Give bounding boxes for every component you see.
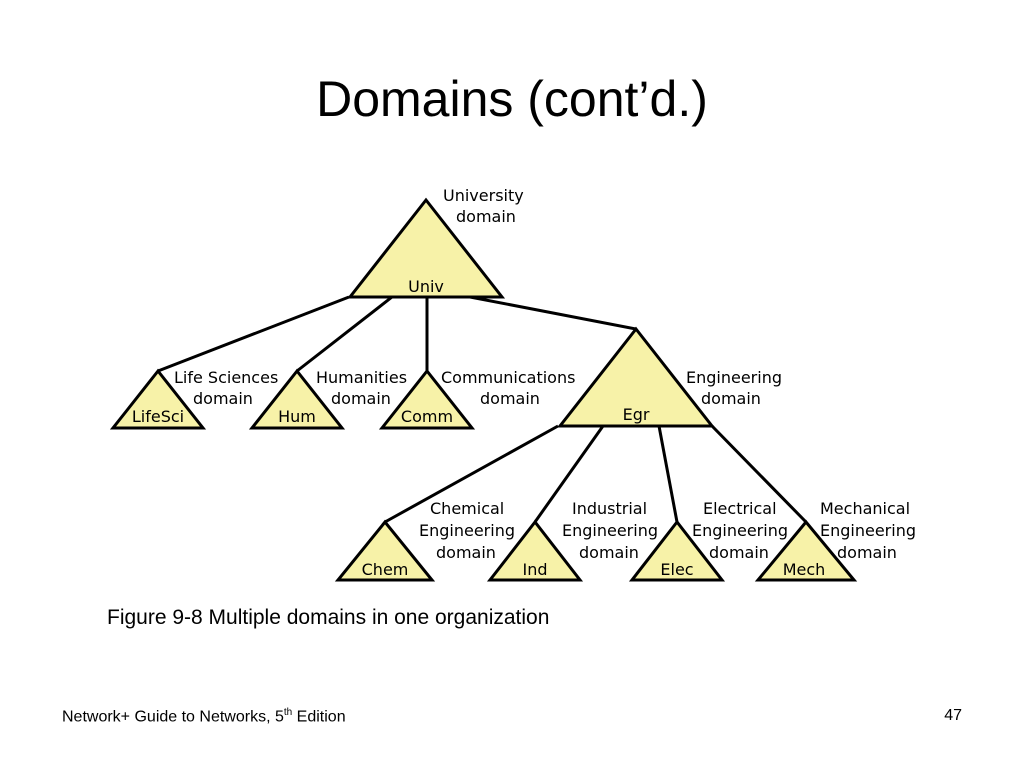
domain-tree-diagram: Univ University domain LifeSci Life Scie…	[109, 186, 921, 582]
node-label: Engineering domain	[686, 368, 787, 408]
node-hum: Hum Humanities domain	[248, 368, 412, 430]
node-code: Ind	[522, 560, 547, 579]
node-code: Hum	[278, 407, 316, 426]
node-code: LifeSci	[132, 407, 184, 426]
page-number: 47	[944, 707, 962, 724]
footer-superscript: th	[283, 707, 293, 718]
domain-triangle	[754, 519, 858, 582]
footer-source: Network+ Guide to Networks, 5th Edition	[62, 707, 346, 726]
link-egr-ind	[533, 425, 605, 523]
figure-caption: Figure 9-8 Multiple domains in one organ…	[107, 606, 550, 629]
node-egr: Egr Engineering domain	[556, 326, 787, 428]
node-code: Mech	[783, 560, 826, 579]
domain-triangle	[109, 368, 207, 430]
domain-triangle	[486, 519, 584, 582]
node-univ: Univ University domain	[346, 186, 529, 299]
node-label: Communications domain	[441, 368, 581, 408]
tree-connectors	[157, 295, 808, 524]
node-label: Industrial Engineering domain	[562, 499, 663, 562]
node-lifesci: LifeSci Life Sciences domain	[109, 368, 283, 430]
node-mech: Mech Mechanical Engineering domain	[754, 499, 921, 582]
node-code: Univ	[408, 277, 444, 296]
node-label: Humanities domain	[316, 368, 412, 408]
domain-triangle	[346, 197, 506, 299]
link-univ-egr	[469, 295, 637, 331]
node-code: Chem	[362, 560, 409, 579]
node-comm: Comm Communications domain	[378, 368, 581, 430]
node-code: Comm	[401, 407, 453, 426]
node-label: Electrical Engineering domain	[692, 499, 793, 562]
link-egr-elec	[657, 425, 679, 523]
node-ind: Ind Industrial Engineering domain	[486, 499, 663, 582]
node-code: Egr	[623, 405, 650, 424]
slide-title: Domains (cont’d.)	[316, 71, 708, 127]
node-label: Life Sciences domain	[174, 368, 283, 408]
node-label: Mechanical Engineering domain	[820, 499, 921, 562]
node-label: Chemical Engineering domain	[419, 499, 520, 562]
domain-triangle	[248, 368, 346, 430]
domain-triangle	[556, 326, 716, 428]
domain-triangle	[334, 519, 436, 582]
domain-triangle	[378, 368, 476, 430]
link-univ-lifesci	[157, 295, 350, 373]
domain-triangle	[628, 519, 726, 582]
node-elec: Elec Electrical Engineering domain	[628, 499, 793, 582]
node-chem: Chem Chemical Engineering domain	[334, 499, 520, 582]
footer-text-end: Edition	[292, 708, 346, 726]
link-univ-hum	[296, 295, 393, 373]
node-code: Elec	[660, 560, 693, 579]
link-egr-chem	[384, 424, 559, 524]
link-egr-mech	[710, 424, 808, 524]
footer-text-start: Network+ Guide to Networks, 5	[62, 708, 284, 726]
node-label: University domain	[443, 186, 529, 226]
